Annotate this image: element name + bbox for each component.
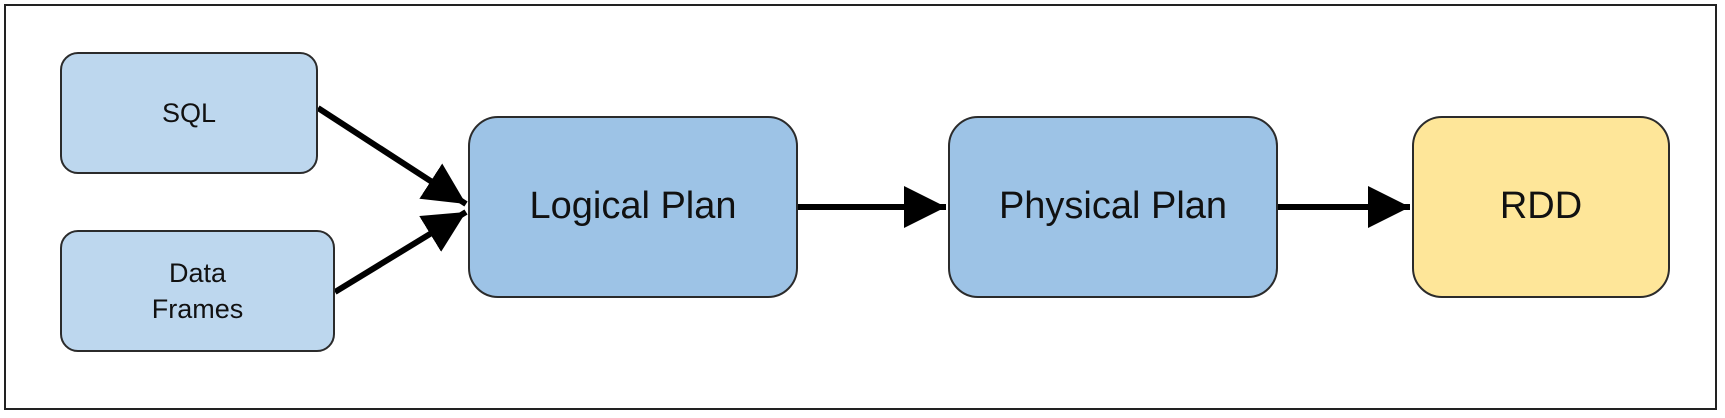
node-data-frames-label: Data Frames <box>151 257 244 324</box>
node-sql-label: SQL <box>161 97 217 128</box>
node-rdd: RDD <box>1412 116 1670 298</box>
node-physical-plan-label: Physical Plan <box>998 185 1228 228</box>
node-logical-plan-label: Logical Plan <box>529 185 737 228</box>
node-logical-plan: Logical Plan <box>468 116 798 298</box>
node-rdd-label: RDD <box>1499 185 1583 228</box>
node-data-frames: Data Frames <box>60 230 335 352</box>
node-sql: SQL <box>60 52 318 174</box>
node-physical-plan: Physical Plan <box>948 116 1278 298</box>
